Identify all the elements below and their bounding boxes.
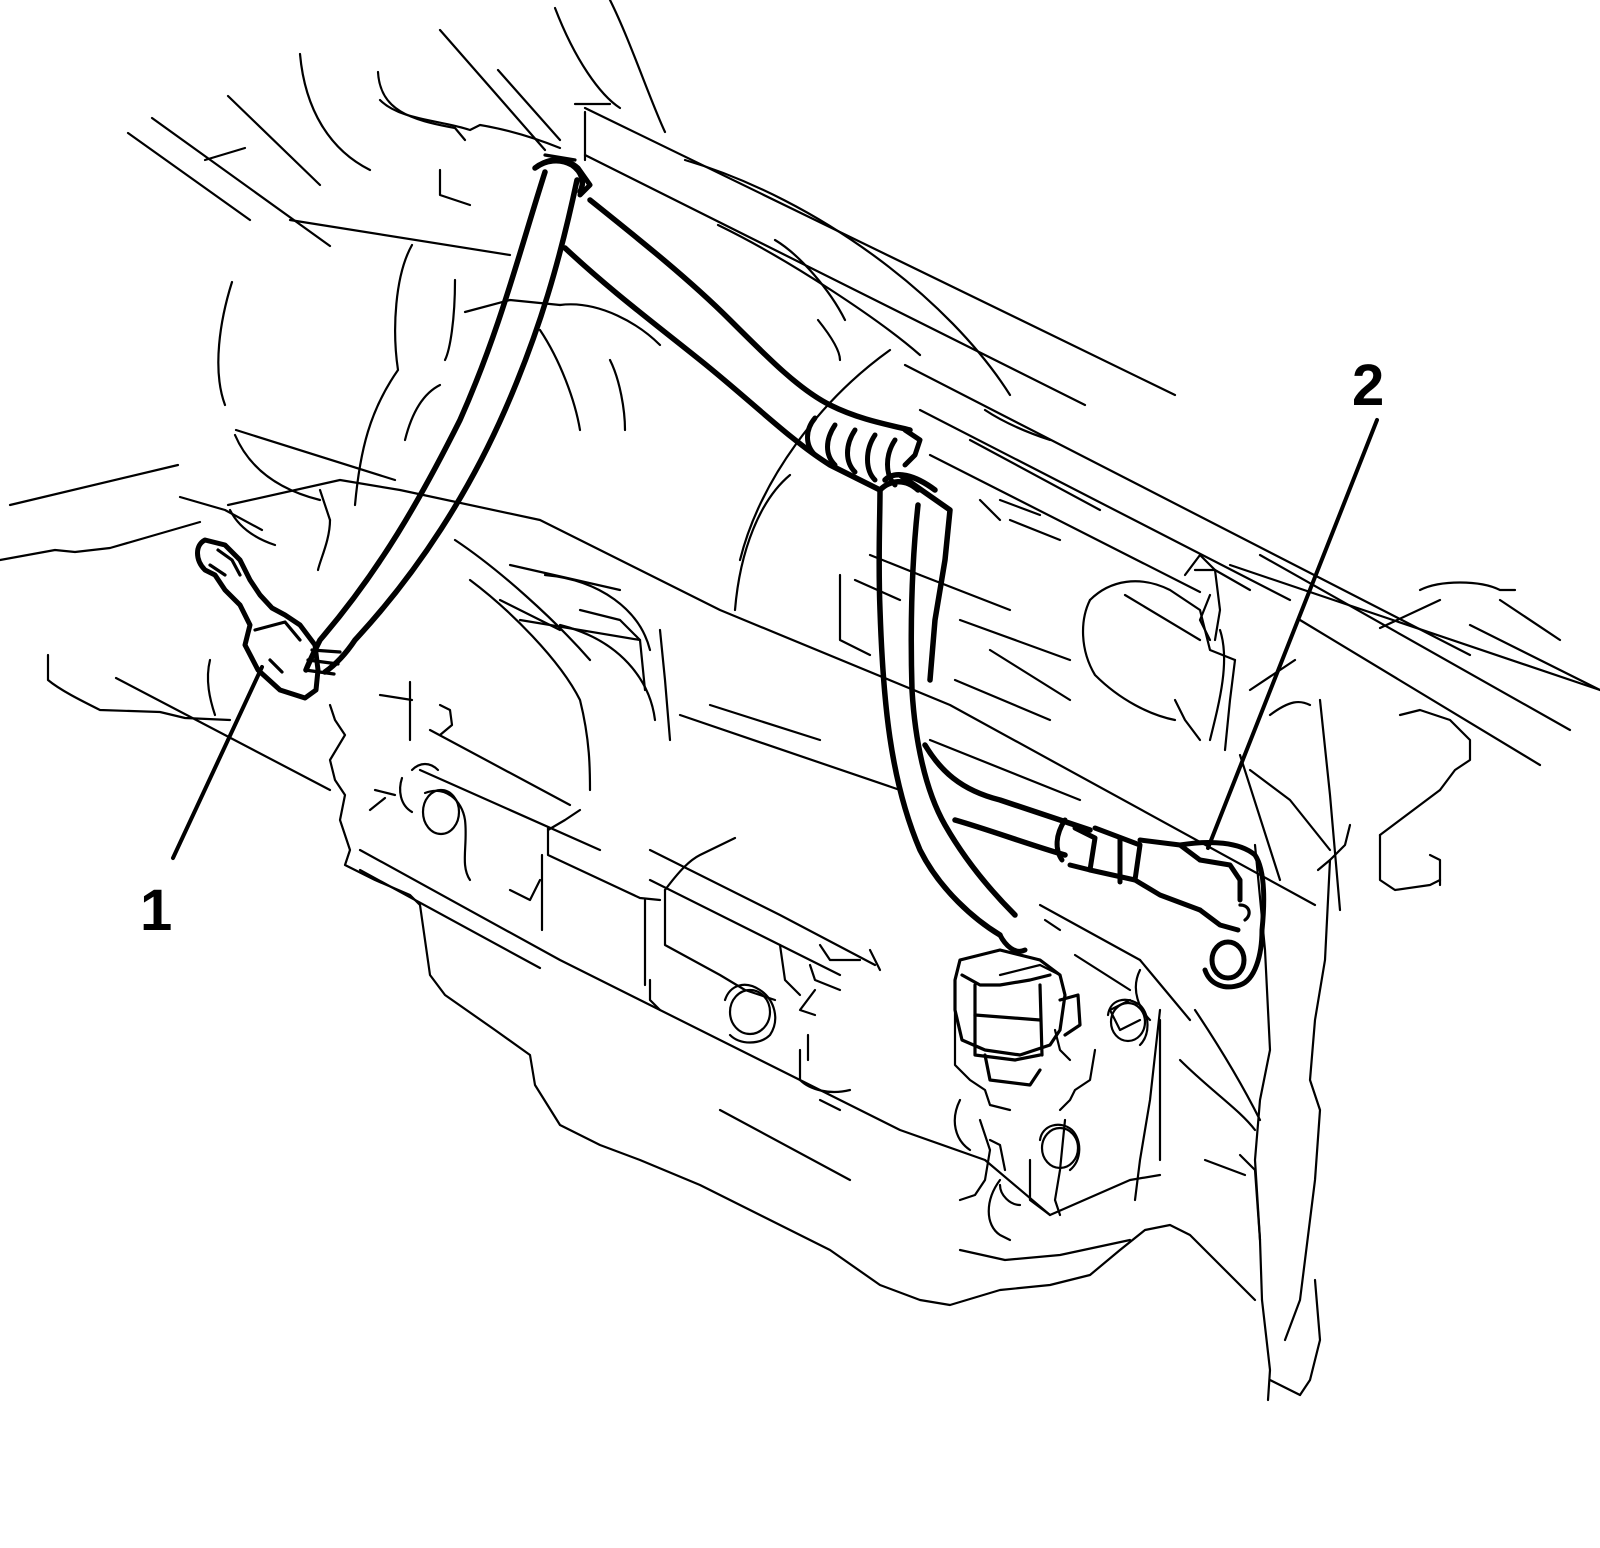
- vehicle-structure: [0, 0, 1600, 1402]
- sensor-1: [195, 537, 321, 701]
- sensor-2-connector: [1054, 817, 1203, 913]
- center-connector: [953, 932, 1082, 1087]
- callout-2-leader: [1206, 418, 1379, 850]
- callout-1-leader: [171, 665, 264, 860]
- callout-2-label: 2: [1352, 353, 1384, 418]
- wiring-harness: [195, 153, 1267, 1087]
- sensor-2: [1177, 839, 1267, 990]
- callout-2: 2: [1206, 353, 1384, 850]
- callout-1: 1: [140, 665, 264, 943]
- callout-1-label: 1: [140, 878, 172, 943]
